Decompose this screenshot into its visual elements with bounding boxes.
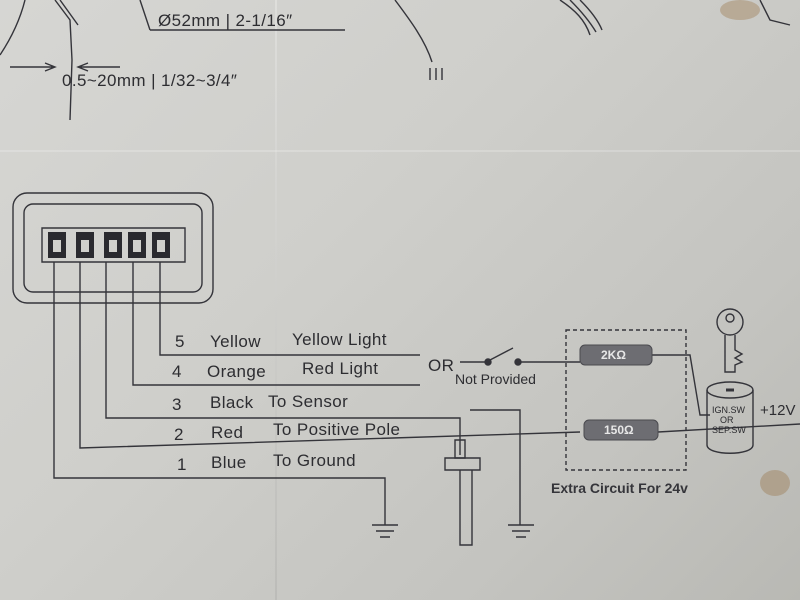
key-blade (724, 335, 744, 373)
wire-5-color: Yellow (210, 332, 261, 351)
wire-4-number: 4 (172, 362, 182, 381)
ground-symbol-2 (508, 524, 534, 538)
wire-5-function: Yellow Light (292, 330, 387, 349)
ignition-label-line2: OR (720, 415, 734, 425)
positive-supply-wire (657, 423, 800, 433)
resistor-2k-label: 2KΩ (601, 348, 626, 362)
wire-2-color: Red (211, 423, 244, 442)
gauge-mounting-bracket (54, 0, 73, 121)
wire-5-yellow (159, 262, 420, 356)
supply-label: +12V (760, 402, 796, 419)
diameter-label: Ø52mm | 2-1/16″ (158, 11, 293, 30)
range-arrow-left (10, 62, 57, 72)
wire-2-function: To Positive Pole (273, 420, 401, 439)
or-label: OR (428, 356, 455, 375)
wire-4-color: Orange (207, 362, 267, 381)
wire-bundle-sketch (559, 0, 603, 36)
switch-lever (489, 347, 514, 361)
wire-4-orange (132, 262, 420, 386)
extra-circuit-label: Extra Circuit For 24v (551, 480, 688, 496)
wire-5-number: 5 (175, 332, 185, 351)
resistor-150 (583, 419, 659, 441)
paper-fold-horizontal (0, 150, 800, 152)
key-bow (716, 308, 744, 336)
ignition-switch-body (706, 390, 754, 454)
wire-1-blue (53, 262, 386, 525)
gauge-pins (429, 68, 443, 80)
not-provided-label: Not Provided (455, 371, 536, 387)
wire-1-number: 1 (177, 455, 187, 474)
gauge-outline-left (0, 0, 26, 56)
gauge-corner-sketch (759, 0, 791, 26)
wire-1-function: To Ground (273, 451, 356, 470)
range-arrow-right (76, 62, 120, 72)
paper-stain (720, 0, 760, 20)
gauge-outline-right (394, 0, 433, 63)
wire-3-function: To Sensor (268, 392, 349, 411)
ignition-label-line1: IGN.SW (712, 405, 745, 415)
wire-3-color: Black (210, 393, 254, 412)
wire-2-number: 2 (174, 425, 184, 444)
resistor-150-label: 150Ω (604, 423, 634, 437)
ground-symbol-1 (372, 524, 398, 538)
connector-housing-outer (12, 192, 214, 304)
connector-housing-inner (23, 203, 203, 293)
sensor-ground-wire (470, 409, 521, 525)
wire-3-number: 3 (172, 395, 182, 414)
sensor-probe (459, 470, 473, 546)
range-label: 0.5~20mm | 1/32~3/4″ (62, 71, 238, 90)
switch-contact-a (484, 358, 492, 366)
paper-fold (275, 0, 277, 600)
wire-4-function: Red Light (302, 359, 379, 378)
wire-1-color: Blue (211, 453, 247, 472)
wire-2-red (79, 262, 581, 449)
paper-stain (760, 470, 790, 496)
switch-contact-b (514, 358, 522, 366)
resistor-2k (579, 344, 653, 366)
extra-circuit-box (565, 329, 687, 471)
ignition-label-line3: SEP.SW (712, 425, 746, 435)
